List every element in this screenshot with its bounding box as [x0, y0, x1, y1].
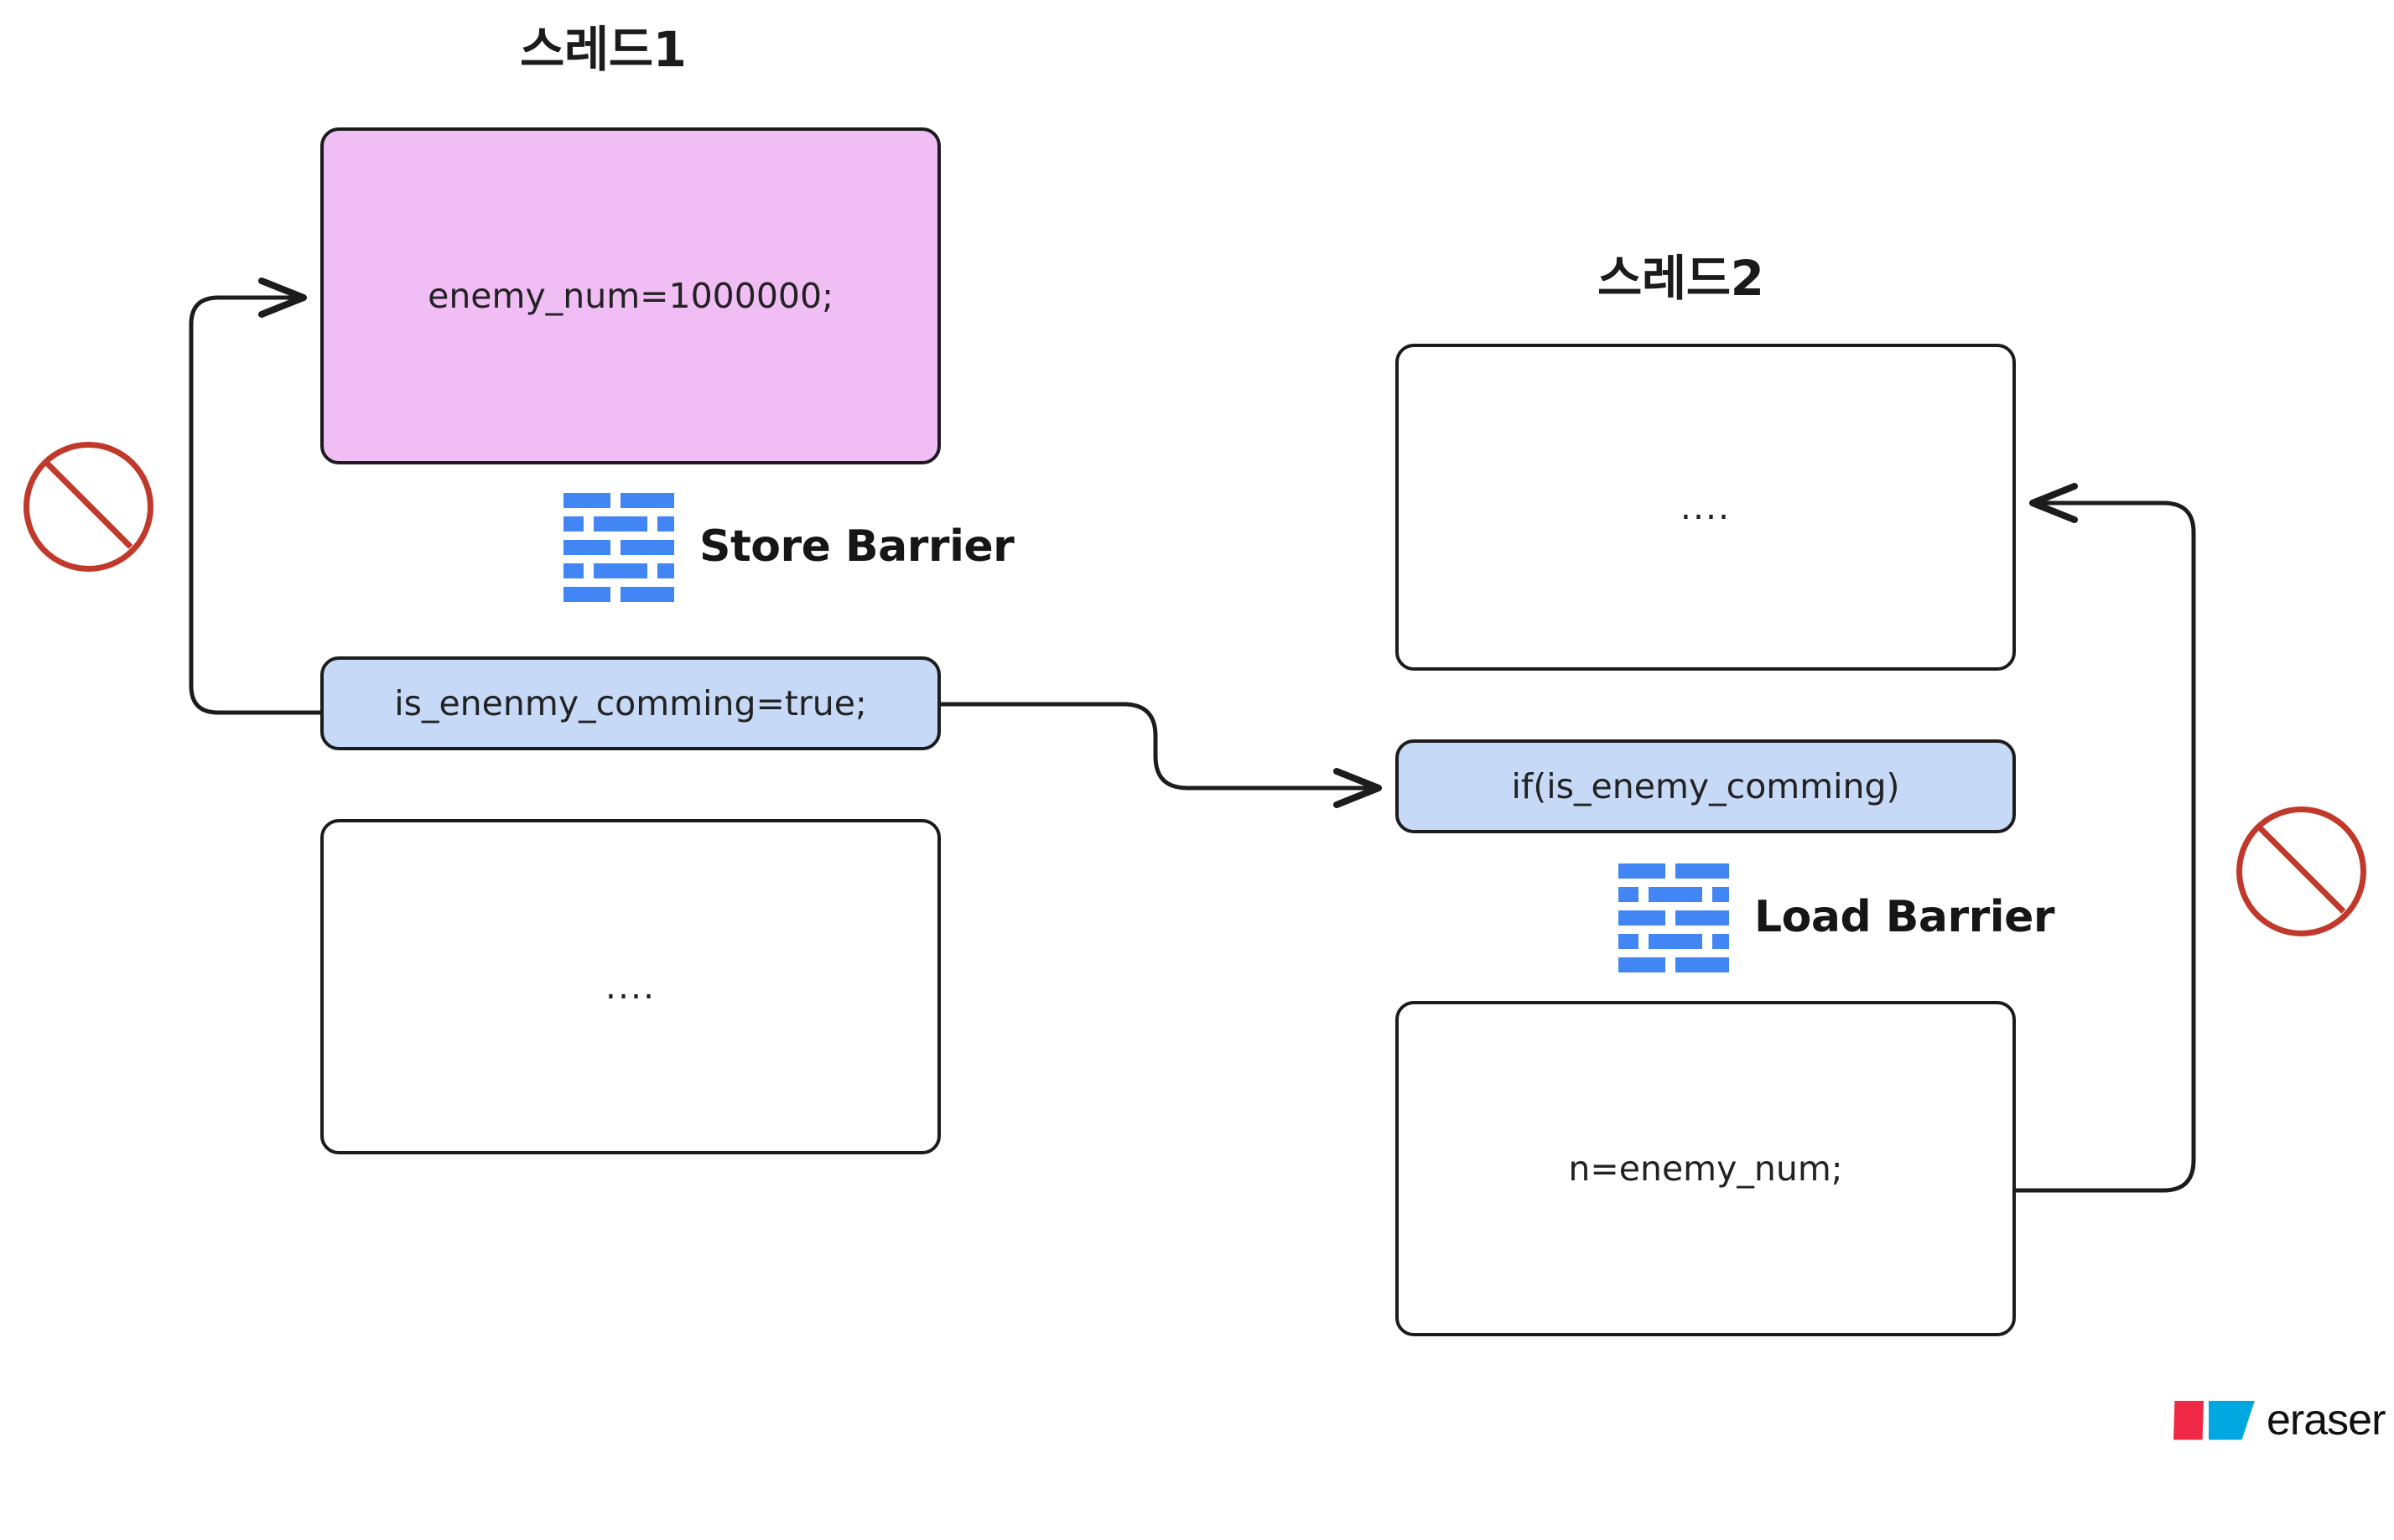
brick-wall-icon: [1618, 863, 1729, 972]
node-thread2-ellipsis-label: ....: [1680, 487, 1732, 527]
node-is-enemy-comming-assignment[interactable]: is_enenmy_comming=true;: [320, 656, 941, 750]
node-enemy-num-assignment[interactable]: enemy_num=1000000;: [320, 127, 941, 464]
load-barrier-group: Load Barrier: [1618, 863, 2055, 972]
node-if-enemy-comming[interactable]: if(is_enemy_comming): [1395, 739, 2016, 833]
no-reorder-icon-left: [23, 442, 153, 572]
brick-wall-icon: [563, 493, 674, 602]
node-if-enemy-comming-label: if(is_enemy_comming): [1511, 766, 1900, 806]
edge-store-to-load: [938, 702, 1382, 808]
node-n-equals-enemy-num[interactable]: n=enemy_num;: [1395, 1001, 2016, 1336]
load-barrier-label: Load Barrier: [1754, 892, 2055, 942]
node-thread1-ellipsis-label: ....: [605, 967, 657, 1007]
eraser-logo-blue-shape: [2209, 1400, 2255, 1440]
no-reorder-icon-right: [2236, 806, 2366, 936]
thread1-title: 스레드1: [520, 21, 687, 78]
eraser-logo-red-shape: [2173, 1400, 2204, 1440]
eraser-logo-icon: [2173, 1400, 2255, 1440]
node-is-enemy-comming-label: is_enenmy_comming=true;: [394, 683, 867, 723]
node-thread1-ellipsis[interactable]: ....: [320, 819, 941, 1154]
edge-reorder-left: [189, 277, 323, 715]
node-enemy-num-label: enemy_num=1000000;: [428, 276, 833, 316]
eraser-wordmark: eraser: [2267, 1396, 2386, 1444]
store-barrier-label: Store Barrier: [699, 521, 1015, 572]
eraser-watermark: eraser: [2173, 1396, 2386, 1444]
store-barrier-group: Store Barrier: [563, 493, 1015, 602]
node-thread2-ellipsis[interactable]: ....: [1395, 344, 2016, 671]
node-n-equals-enemy-num-label: n=enemy_num;: [1568, 1149, 1843, 1189]
thread2-title: 스레드2: [1597, 250, 1764, 307]
edge-reorder-right: [2013, 483, 2196, 1193]
